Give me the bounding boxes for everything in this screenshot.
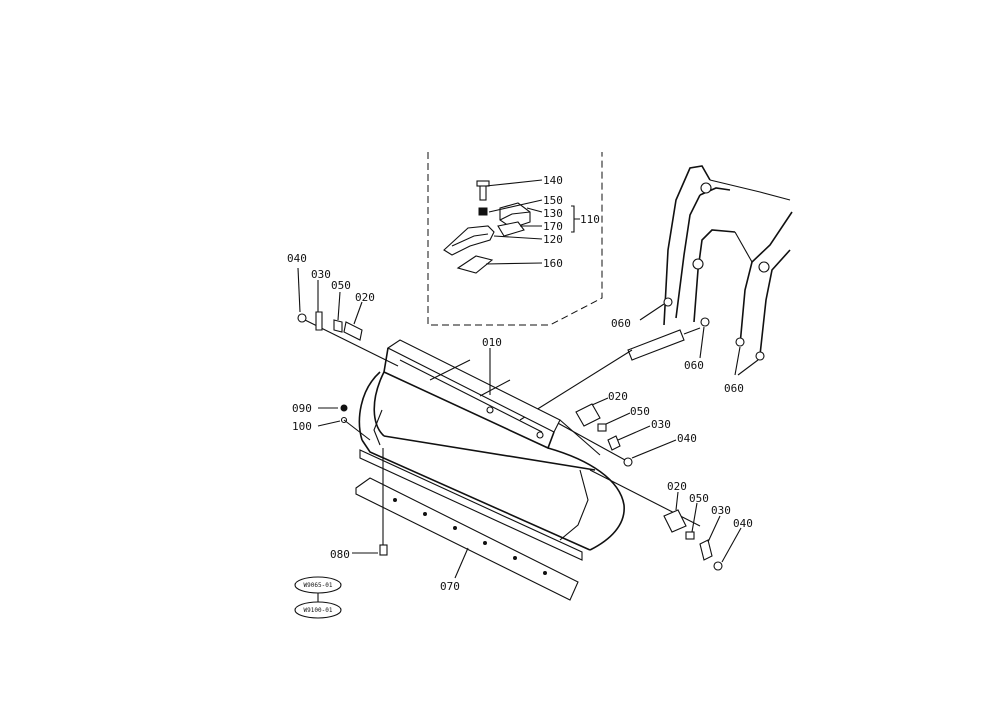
stamp-top-text: W9065-01 xyxy=(304,582,333,589)
callout-100: 100 xyxy=(292,420,312,433)
plate-030-right-upper xyxy=(607,435,621,451)
callout-050-right-lower: 050 xyxy=(689,492,709,505)
stamp-bottom-text: W9100-01 xyxy=(304,607,333,614)
reference-stamps: W9065-01 W9100-01 xyxy=(294,576,342,619)
loader-arm xyxy=(627,165,793,376)
tooth-detail-inset xyxy=(427,152,603,326)
cutting-edge-070 xyxy=(355,477,579,601)
callout-060-b: 060 xyxy=(684,359,704,372)
callout-160: 160 xyxy=(543,257,563,270)
bolt-080 xyxy=(352,448,388,556)
callout-060-a: 060 xyxy=(611,317,631,330)
bolt-040-right-lower xyxy=(713,561,723,571)
left-pin-group xyxy=(297,267,363,341)
callout-150: 150 xyxy=(543,194,563,207)
bolt-040-left xyxy=(297,313,307,323)
callout-130: 130 xyxy=(543,207,563,220)
callout-090: 090 xyxy=(292,402,312,415)
nut-150 xyxy=(478,207,488,216)
callout-140: 140 xyxy=(543,174,563,187)
arm-pivot-upper xyxy=(700,182,712,194)
callout-030-right-lower: 030 xyxy=(711,504,731,517)
callout-030-left: 030 xyxy=(311,268,331,281)
callout-020-left: 020 xyxy=(355,291,375,304)
pin-020-right-lower xyxy=(663,509,687,533)
callout-050-right-upper: 050 xyxy=(630,405,650,418)
callout-120: 120 xyxy=(543,233,563,246)
collar-050-right-upper xyxy=(597,423,607,432)
callout-070: 070 xyxy=(440,580,460,593)
bolt-140 xyxy=(479,184,487,201)
callout-080: 080 xyxy=(330,548,350,561)
bucket-cylinder xyxy=(627,329,685,361)
plate-160 xyxy=(456,255,494,274)
bolt-040-right-upper xyxy=(623,457,633,467)
callout-040-right-lower: 040 xyxy=(733,517,753,530)
plate-030-left xyxy=(315,311,323,331)
washer-060-a xyxy=(663,297,673,307)
callout-030-right-upper: 030 xyxy=(651,418,671,431)
callout-040-left: 040 xyxy=(287,252,307,265)
collar-050-right-lower xyxy=(685,531,695,540)
tooth-120 xyxy=(443,225,495,256)
fitting-090 xyxy=(340,404,348,412)
callout-050-left: 050 xyxy=(331,279,351,292)
washer-060-c xyxy=(735,337,745,347)
plate-030-right-lower xyxy=(699,539,713,561)
callout-110: 110 xyxy=(580,213,600,226)
callout-labels: 140 150 130 170 120 110 160 010 040 030 … xyxy=(287,174,753,593)
callout-170: 170 xyxy=(543,220,563,233)
grease-fitting-group xyxy=(317,404,371,441)
pin-020-left xyxy=(343,321,363,341)
pin-020-right-upper xyxy=(575,403,601,427)
pin-170 xyxy=(497,221,525,237)
callout-020-right-lower: 020 xyxy=(667,480,687,493)
right-lower-pin-group xyxy=(663,491,742,571)
callout-010: 010 xyxy=(482,336,502,349)
collar-050-left xyxy=(333,319,343,333)
callout-040-right-upper: 040 xyxy=(677,432,697,445)
bucket-010 xyxy=(358,339,625,561)
washer-060-b xyxy=(700,317,710,327)
washer-060-d xyxy=(755,351,765,361)
right-upper-pin-group xyxy=(575,397,677,467)
callout-020-right-upper: 020 xyxy=(608,390,628,403)
callout-060-c: 060 xyxy=(724,382,744,395)
